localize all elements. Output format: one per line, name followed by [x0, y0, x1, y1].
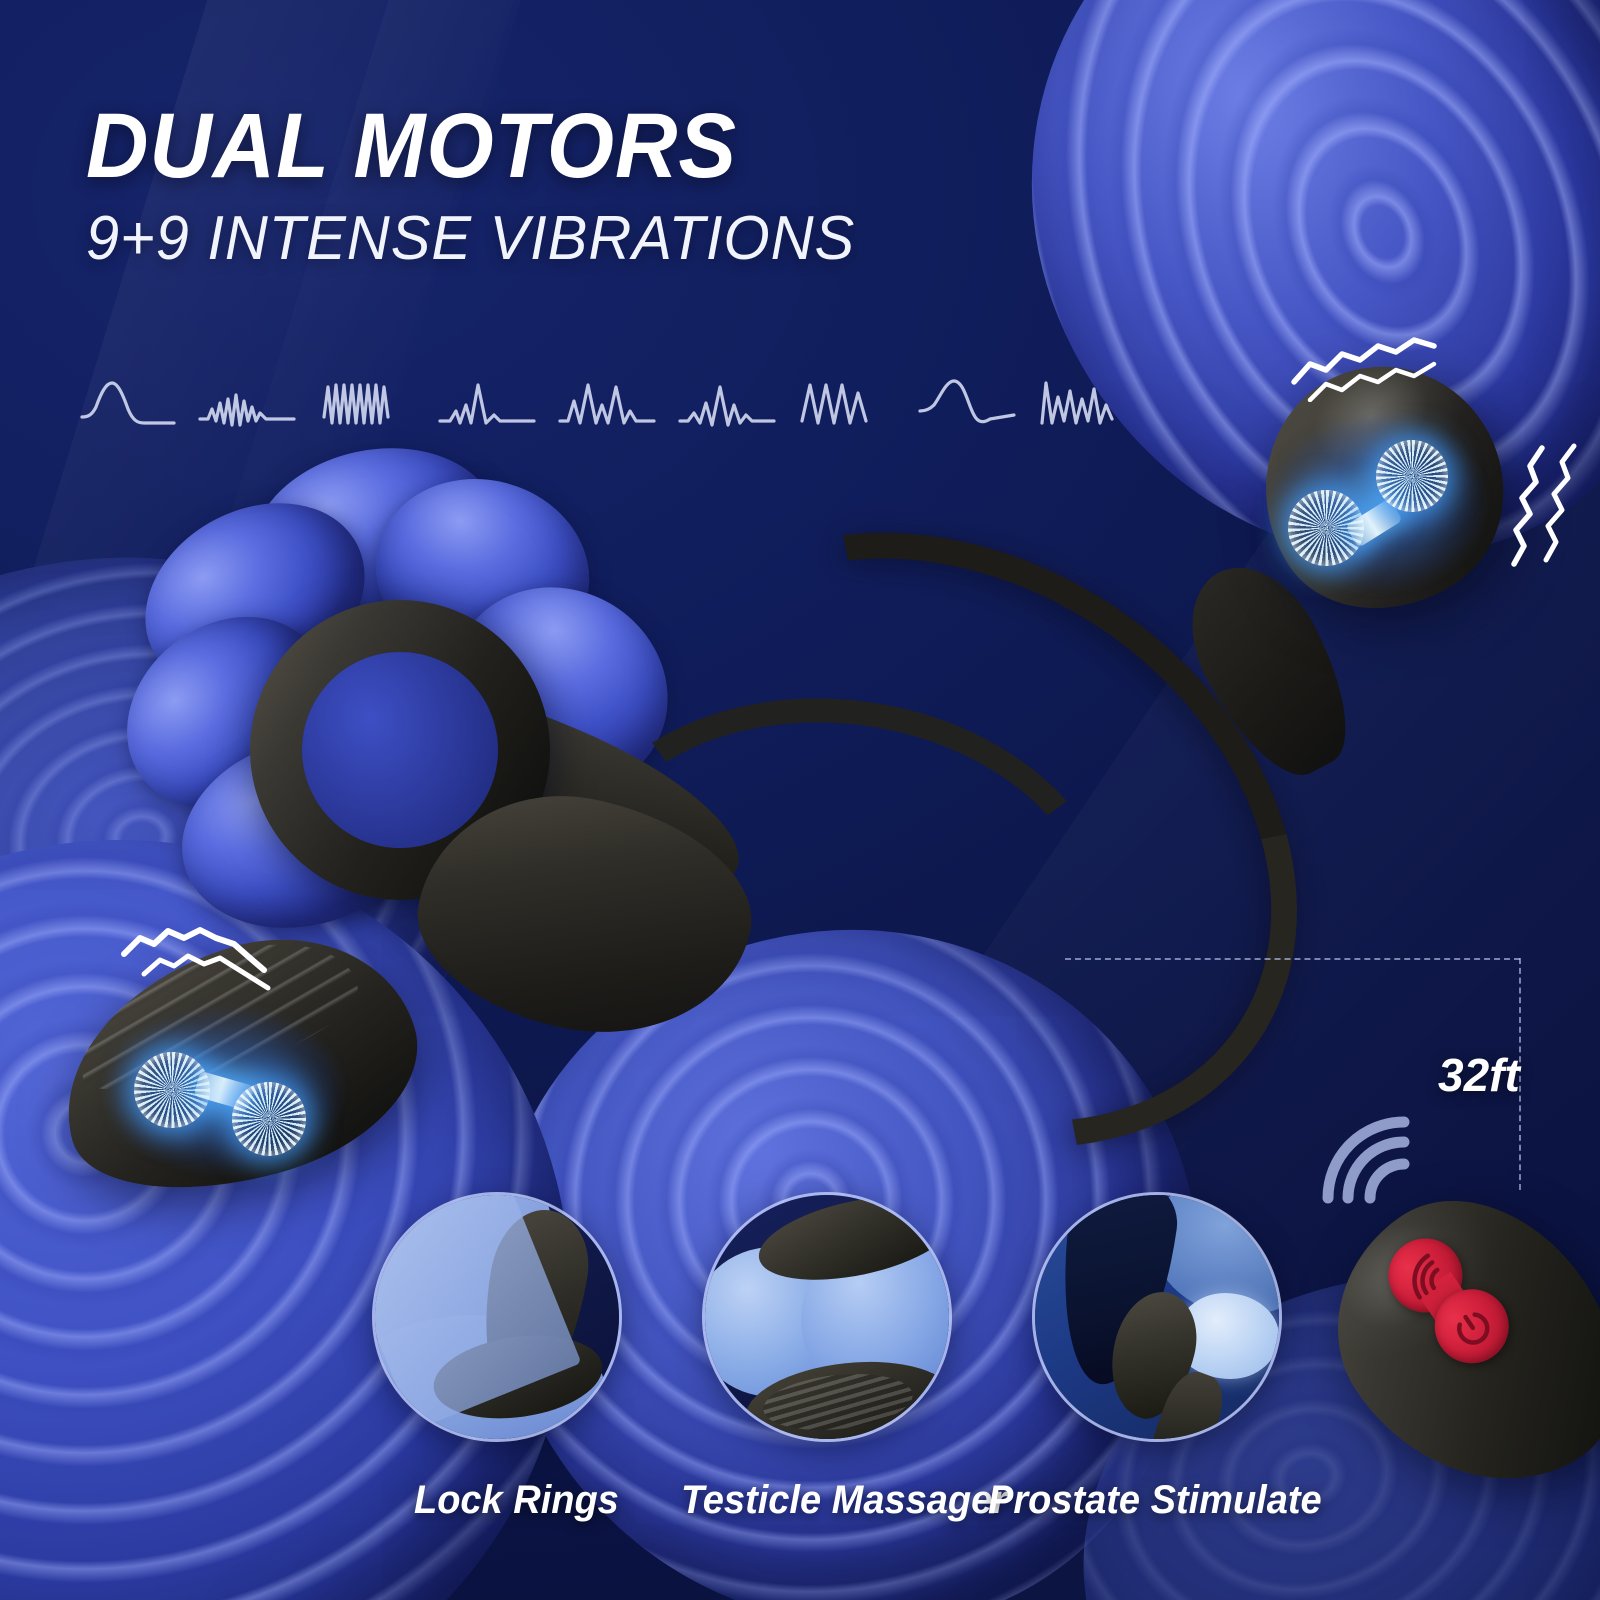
vibration-squiggle-bulb-right [1511, 443, 1577, 567]
power-icon [1457, 1312, 1490, 1345]
headline-block: DUAL MOTORS 9+9 INTENSE VIBRATIONS [86, 100, 986, 270]
vibration-pattern-strip [78, 362, 1138, 448]
range-dash-vertical [1519, 958, 1521, 1190]
wave-pattern-2 [198, 393, 296, 427]
wifi-signal-icon [1322, 1116, 1410, 1204]
feature-circle-testicle-massager [702, 1192, 952, 1442]
wave-pattern-5 [558, 383, 656, 425]
feature-circle-lock-rings [372, 1192, 622, 1442]
vibration-squiggle-left [121, 927, 271, 991]
wave-pattern-8 [918, 379, 1016, 424]
wave-pattern-6 [678, 385, 776, 427]
page-title: DUAL MOTORS [86, 95, 737, 197]
wave-pattern-1 [80, 381, 176, 425]
feature-label-lock-rings: Lock Rings [414, 1478, 619, 1522]
wave-pattern-9 [1040, 381, 1114, 425]
feature-label-testicle-massager: Testicle Massager [681, 1478, 1007, 1522]
vibration-squiggle-bulb-top [1291, 337, 1437, 402]
remote-button-pad [1372, 1217, 1524, 1382]
signal-icon [1412, 1253, 1440, 1300]
page-subtitle: 9+9 INTENSE VIBRATIONS [86, 204, 856, 273]
wave-pattern-4 [438, 383, 536, 425]
wave-pattern-7 [800, 383, 868, 425]
range-distance-label: 32ft [1438, 1049, 1520, 1101]
feature-label-prostate-stimulate: Prostate Stimulate [988, 1478, 1322, 1522]
wave-pattern-3 [322, 383, 390, 425]
wireless-remote[interactable] [1289, 1151, 1600, 1541]
feature-circle-prostate-stimulate [1032, 1192, 1282, 1442]
range-dash-horizontal [1065, 958, 1520, 960]
